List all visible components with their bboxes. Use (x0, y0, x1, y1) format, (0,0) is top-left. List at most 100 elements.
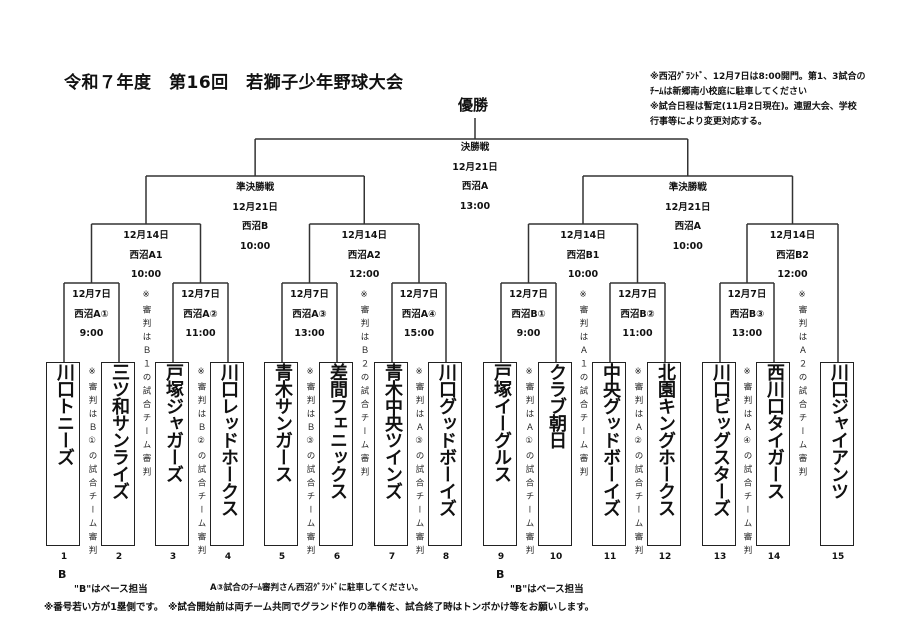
first-round-match-time: 13:00 (731, 328, 763, 339)
semifinal-match-date: 12月21日 (232, 201, 278, 213)
team-number: 5 (278, 552, 286, 562)
team-box: 川口ビッグスターズ (702, 362, 736, 546)
semifinal-match-round: 準決勝戦 (668, 182, 707, 193)
team-name: 差間フェニックス (327, 363, 348, 499)
referee-note: ※審判はＡ①の試合チーム審判 (524, 367, 534, 559)
final-match-round: 決勝戦 (460, 142, 490, 153)
referee-note: ※審判はＡ②の試合チーム審判 (633, 367, 643, 559)
semifinal-match-time: 10:00 (240, 240, 271, 252)
team-name: 北園キングホークス (655, 363, 676, 516)
team-name: 三ツ和サンライズ (109, 363, 130, 499)
referee-note: ※審判はＡ２の試合チーム審判 (797, 290, 807, 481)
team-box: 三ツ和サンライズ (101, 362, 135, 546)
quarterfinal-match-date: 12月14日 (341, 230, 387, 241)
team-number: 4 (224, 552, 232, 562)
first-round-match-venue: 西沼A② (183, 308, 218, 320)
first-round-match-time: 9:00 (79, 328, 104, 339)
quarterfinal-match-venue: 西沼B2 (776, 249, 809, 261)
first-round-match-time: 11:00 (622, 328, 653, 339)
team-box: 川口グッドボーイズ (428, 362, 462, 546)
first-round-match-time: 15:00 (403, 328, 435, 339)
quarterfinal-match-time: 10:00 (567, 269, 599, 280)
team-name: クラブ朝日 (546, 363, 567, 448)
first-round-match: 12月7日西沼A② 11:00 (156, 285, 246, 344)
team-box: 戸塚ジャガーズ (155, 362, 189, 546)
semifinal-match: 準決勝戦 12月21日西沼A 10:00 (643, 178, 733, 256)
semifinal-match-venue: 西沼B (242, 221, 269, 232)
team-name: 戸塚ジャガーズ (163, 363, 184, 482)
team-box: 差間フェニックス (319, 362, 353, 546)
team-name: 川口レッドホークス (218, 363, 239, 516)
semifinal-match-date: 12月21日 (665, 201, 711, 213)
referee-note: ※審判はＡ１の試合チーム審判 (578, 290, 588, 481)
base-note-left: "B"はベース担当 (74, 584, 148, 595)
team-name: 青木サンガース (272, 363, 293, 482)
referee-note: ※審判はＡ④の試合チーム審判 (742, 367, 752, 559)
team-name: 中央グッドボーイズ (600, 363, 621, 516)
quarterfinal-match: 12月14日西沼B1 10:00 (538, 226, 628, 285)
team-box: 青木中央ツインズ (374, 362, 408, 546)
champion-label: 優勝 (458, 96, 489, 114)
referee-note: ※審判はＢ１の試合チーム審判 (141, 290, 151, 481)
quarterfinal-match-date: 12月14日 (123, 230, 169, 241)
first-round-match-venue: 西沼A③ (292, 308, 327, 320)
team-box: 北園キングホークス (647, 362, 681, 546)
note-line: 行事等により変更対応する。 (650, 117, 767, 127)
final-match-date: 12月21日 (452, 161, 498, 173)
quarterfinal-match-venue: 西沼A1 (129, 249, 163, 261)
referee-note: ※審判はＢ２の試合チーム審判 (359, 290, 369, 481)
quarterfinal-match-date: 12月14日 (560, 230, 606, 241)
first-round-match: 12月7日西沼A① 9:00 (47, 285, 137, 344)
quarterfinal-match-venue: 西沼A2 (347, 249, 381, 261)
team-number: 8 (442, 552, 450, 562)
team-number: 10 (549, 552, 563, 562)
first-round-match-venue: 西沼A④ (401, 308, 437, 320)
schedule-notes: ※西沼ｸﾞﾗﾝﾄﾞ、12月7日は8:00開門。第1、3試合の ﾁｰﾑは新郷南小校… (650, 70, 900, 130)
first-round-match-date: 12月7日 (509, 289, 548, 300)
first-round-match-date: 12月7日 (181, 289, 220, 300)
first-round-match-date: 12月7日 (290, 289, 329, 300)
first-round-match: 12月7日西沼A③ 13:00 (265, 285, 355, 344)
first-round-match-venue: 西沼A① (74, 308, 109, 320)
first-round-match-date: 12月7日 (72, 289, 111, 300)
team-number: 1 (60, 552, 68, 562)
team-box: 川口ジャイアンツ (820, 362, 854, 546)
semifinal-match-venue: 西沼A (674, 221, 701, 232)
first-round-match-time: 13:00 (294, 328, 325, 339)
referee-note: ※審判はＢ②の試合チーム審判 (196, 367, 206, 559)
base-note-right: "B"はベース担当 (510, 584, 584, 595)
team-number: 11 (603, 552, 617, 562)
semifinal-match-time: 10:00 (672, 240, 703, 252)
team-box: 戸塚イーグルス (483, 362, 517, 546)
first-round-match-date: 12月7日 (618, 289, 657, 300)
quarterfinal-match-time: 12:00 (349, 269, 380, 280)
team-name: 青木中央ツインズ (382, 363, 403, 499)
team-box: 青木サンガース (264, 362, 298, 546)
note-line: ﾁｰﾑは新郷南小校庭に駐車してください (650, 87, 807, 97)
team-box: 西川口タイガース (756, 362, 790, 546)
team-number: 13 (713, 552, 727, 562)
first-round-match-time: 11:00 (185, 328, 216, 339)
first-round-match-venue: 西沼B③ (729, 308, 765, 320)
page-title: 令和７年度 第16回 若獅子少年野球大会 (64, 73, 404, 93)
team-box: 川口レッドホークス (210, 362, 244, 546)
team-name: 川口トニーズ (54, 363, 75, 465)
note-line: ※試合日程は暫定(11月2日現在)。連盟大会、学校 (650, 102, 857, 112)
referee-note: ※審判はＢ③の試合チーム審判 (305, 367, 315, 559)
referee-note: ※審判はＢ①の試合チーム審判 (87, 367, 97, 559)
quarterfinal-match-venue: 西沼B1 (566, 249, 600, 261)
team-name: 川口グッドボーイズ (436, 363, 457, 516)
final-match-venue: 西沼A (461, 181, 489, 192)
referee-note: ※審判はＡ③の試合チーム審判 (414, 367, 424, 559)
note-line: ※西沼ｸﾞﾗﾝﾄﾞ、12月7日は8:00開門。第1、3試合の (650, 72, 866, 82)
team-number: 7 (388, 552, 396, 562)
quarterfinal-match-time: 12:00 (777, 269, 808, 280)
parking-note: A③試合のﾁｰﾑ審判さん西沼ｸﾞﾗﾝﾄﾞに駐車してください。 (210, 583, 424, 593)
